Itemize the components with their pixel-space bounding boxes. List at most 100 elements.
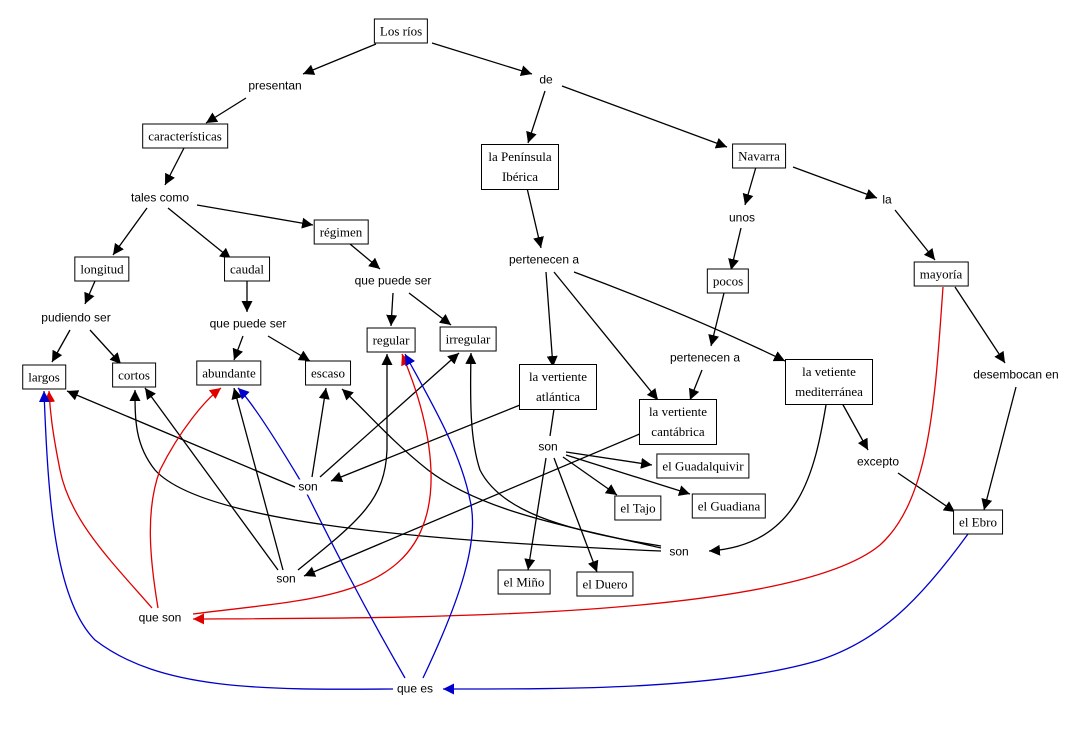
edge-navarra-la (792, 166, 878, 200)
edge-caracteristicas-talescomo (164, 147, 185, 186)
concept-navarra[interactable]: Navarra (732, 143, 786, 169)
edge-quees-regular (404, 353, 474, 679)
edge-queson-largos (44, 390, 153, 609)
concept-pocos[interactable]: pocos (706, 268, 750, 294)
link-de[interactable]: de (537, 72, 555, 88)
edge-sonatl-mino (524, 457, 547, 571)
edge-sonmid-abundante (231, 387, 284, 571)
edge-quepuede2-regular (386, 292, 398, 327)
edge-sonmed-cortos (129, 389, 662, 552)
concept-largos[interactable]: largos (22, 364, 66, 390)
link-son-cantabrica[interactable]: son (296, 479, 320, 495)
edge-sonatl-guadalquivir (565, 451, 653, 469)
link-son-mediterranea[interactable]: son (667, 544, 691, 560)
edge-pertenecen1-mediterranea (573, 271, 786, 362)
edge-pertenecen1-atlantica (545, 271, 558, 368)
concept-caudal[interactable]: caudal (224, 256, 270, 282)
edge-atlantica-soncant (330, 404, 521, 482)
edge-soncant-largos (66, 390, 296, 488)
edge-quepuede1-abundante (232, 335, 244, 361)
concept-peninsula-iberica[interactable]: la Península Ibérica (481, 144, 559, 190)
edge-queson-regular (192, 353, 432, 615)
edge-soncant-escaso (311, 387, 330, 478)
edge-presentan-caracteristicas (205, 97, 247, 124)
link-excepto[interactable]: excepto (854, 454, 902, 470)
edge-excepto-ebro (897, 472, 956, 513)
edge-quees-abundante (237, 387, 406, 679)
edge-pertenecen1-cantabrica (553, 271, 659, 401)
link-que-es[interactable]: que es (394, 681, 436, 697)
edge-de-navarra (561, 85, 728, 149)
link-pertenecen-a-2[interactable]: pertenecen a (667, 350, 743, 366)
edge-quees-largos (38, 390, 394, 690)
concept-regular[interactable]: regular (366, 327, 416, 353)
edge-sonatl-guadiana (565, 454, 691, 496)
edge-navarra-unos (742, 166, 757, 206)
link-tales-como[interactable]: tales como (128, 190, 192, 206)
concept-duero[interactable]: el Duero (576, 571, 634, 597)
link-que-puede-ser-caudal[interactable]: que puede ser (207, 316, 289, 332)
edge-losrios-presentan (302, 43, 377, 75)
edge-pudiendo-largos (51, 329, 71, 363)
concept-irregular[interactable]: irregular (439, 326, 497, 352)
edge-unos-pocos (728, 227, 742, 271)
edge-pocos-pertenecen2 (708, 292, 725, 347)
edge-sonmed-irregular (465, 352, 662, 547)
concept-guadalquivir[interactable]: el Guadalquivir (656, 453, 750, 479)
concept-tajo[interactable]: el Tajo (614, 495, 662, 521)
link-presentan[interactable]: presentan (246, 78, 304, 94)
concept-escaso[interactable]: escaso (305, 360, 351, 386)
edge-desembocan-ebro (981, 386, 1017, 511)
edge-quepuede1-escaso (267, 335, 311, 362)
edge-losrios-de (431, 42, 533, 76)
edge-atlantica-sonatl (549, 408, 555, 437)
link-desembocan-en[interactable]: desembocan en (971, 367, 1061, 383)
concept-vertiente-mediterranea[interactable]: la vetiente mediterránea (785, 359, 873, 405)
link-la[interactable]: la (880, 192, 894, 208)
edge-talescomo-longitud (112, 207, 148, 256)
edge-peninsula-pertenecen (526, 187, 544, 249)
concept-longitud[interactable]: longitud (74, 256, 130, 282)
edge-mediterranea-excepto (841, 402, 869, 451)
edge-queson-abundante (149, 387, 222, 609)
edge-quepuede2-irregular (408, 292, 452, 326)
concept-vertiente-cantabrica[interactable]: la vertiente cantábrica (639, 399, 717, 445)
edge-talescomo-regimen (196, 204, 314, 229)
concept-guadiana[interactable]: el Guadiana (691, 493, 767, 519)
edge-talescomo-caudal (167, 207, 232, 260)
edge-pudiendo-cortos (89, 329, 122, 365)
edge-cantabrica-sonmid (303, 432, 643, 577)
edge-sonmid-regular (297, 354, 393, 571)
concept-regimen[interactable]: régimen (313, 219, 369, 245)
edge-soncant-irregular (319, 352, 460, 478)
link-que-son[interactable]: que son (136, 610, 184, 626)
link-unos[interactable]: unos (726, 210, 758, 226)
edge-la-mayoria (894, 209, 936, 261)
edge-sonmid-cortos (144, 387, 279, 571)
edge-sonatl-tajo (562, 456, 618, 496)
edge-pertenecen2-cantabrica (688, 369, 703, 401)
edge-longitud-pudiendo (84, 280, 96, 305)
edge-sonatl-duero (553, 457, 599, 573)
concept-cortos[interactable]: cortos (112, 362, 156, 388)
edge-mayoria-queson (192, 286, 944, 625)
edge-ebro-quees (442, 533, 969, 695)
link-que-puede-ser-regimen[interactable]: que puede ser (352, 273, 434, 289)
link-son-atlantica[interactable]: son (536, 439, 560, 455)
link-pertenecen-a-1[interactable]: pertenecen a (506, 252, 582, 268)
concept-mayoria[interactable]: mayoría (913, 261, 969, 287)
link-pudiendo-ser[interactable]: pudiendo ser (39, 310, 113, 326)
link-son-atlantica-props[interactable]: son (274, 571, 298, 587)
concept-caracteristicas[interactable]: características (142, 123, 228, 149)
concept-los-rios[interactable]: Los ríos (373, 18, 429, 44)
edge-regimen-quepuede2 (349, 243, 381, 270)
concept-mino[interactable]: el Miño (497, 569, 551, 595)
edge-de-peninsula (526, 90, 546, 144)
concept-abundante[interactable]: abundante (196, 360, 262, 386)
concept-el-ebro[interactable]: el Ebro (953, 509, 1003, 535)
edge-mediterranea-sonmed (708, 404, 827, 556)
edge-mayoria-desembocan (954, 286, 1006, 364)
concept-vertiente-atlantica[interactable]: la vertiente atlántica (519, 364, 597, 410)
